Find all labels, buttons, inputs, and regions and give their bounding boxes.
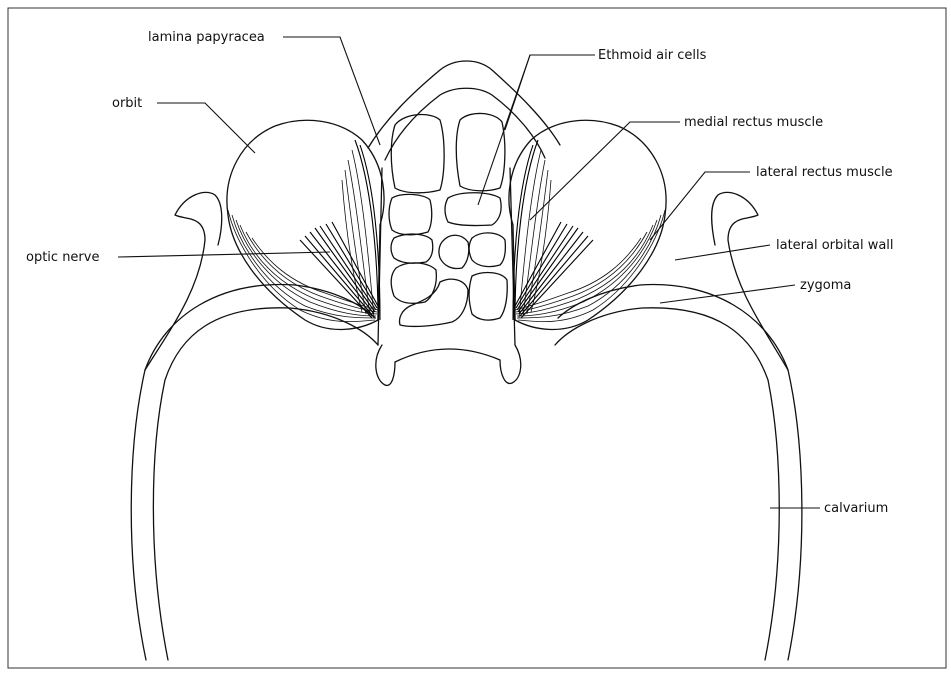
label-zygoma: zygoma (800, 278, 851, 293)
diagram-frame (8, 8, 946, 668)
label-calvarium: calvarium (824, 501, 888, 516)
label-lateral-orbital-wall: lateral orbital wall (776, 238, 894, 253)
label-orbit: orbit (112, 96, 142, 111)
label-ethmoid-air-cells: Ethmoid air cells (598, 48, 707, 63)
label-optic-nerve: optic nerve (26, 250, 99, 265)
label-lamina-papyracea: lamina papyracea (148, 30, 265, 45)
label-medial-rectus-muscle: medial rectus muscle (684, 115, 823, 130)
label-lateral-rectus-muscle: lateral rectus muscle (756, 165, 893, 180)
